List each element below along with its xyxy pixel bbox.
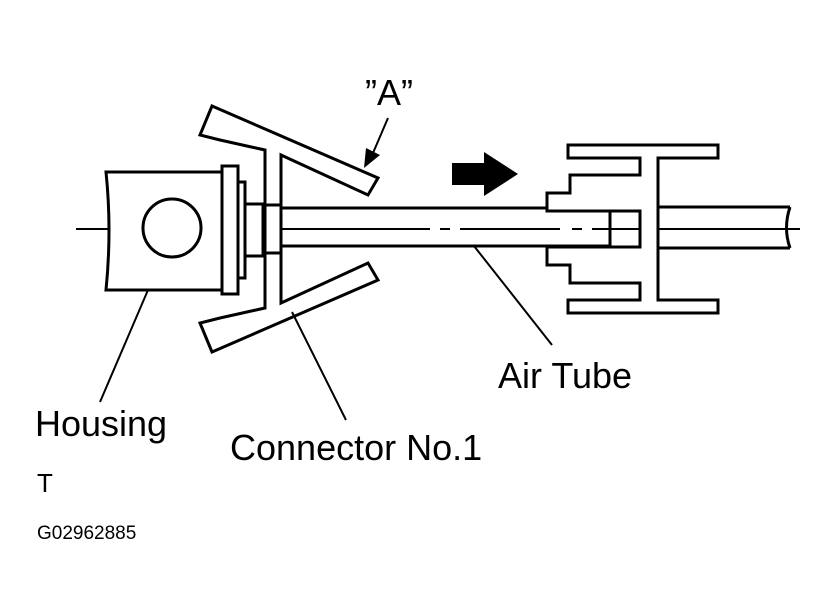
air-tube — [281, 205, 792, 250]
connector-right — [545, 143, 720, 315]
connector-leader — [291, 311, 347, 421]
housing-body — [104, 164, 265, 296]
connector-label: Connector No.1 — [230, 427, 482, 468]
air-tube-leader — [473, 245, 553, 346]
housing-label: Housing — [35, 403, 167, 444]
a-mark-label: ”A” — [365, 72, 413, 113]
arrow-right-icon — [452, 152, 518, 196]
code-letter: T — [37, 468, 53, 498]
a-mark-arrowhead — [364, 148, 380, 168]
housing-leader — [99, 289, 149, 403]
air-tube-label: Air Tube — [498, 355, 632, 396]
figure-code: G02962885 — [37, 523, 136, 544]
connector-no1 — [197, 104, 381, 354]
